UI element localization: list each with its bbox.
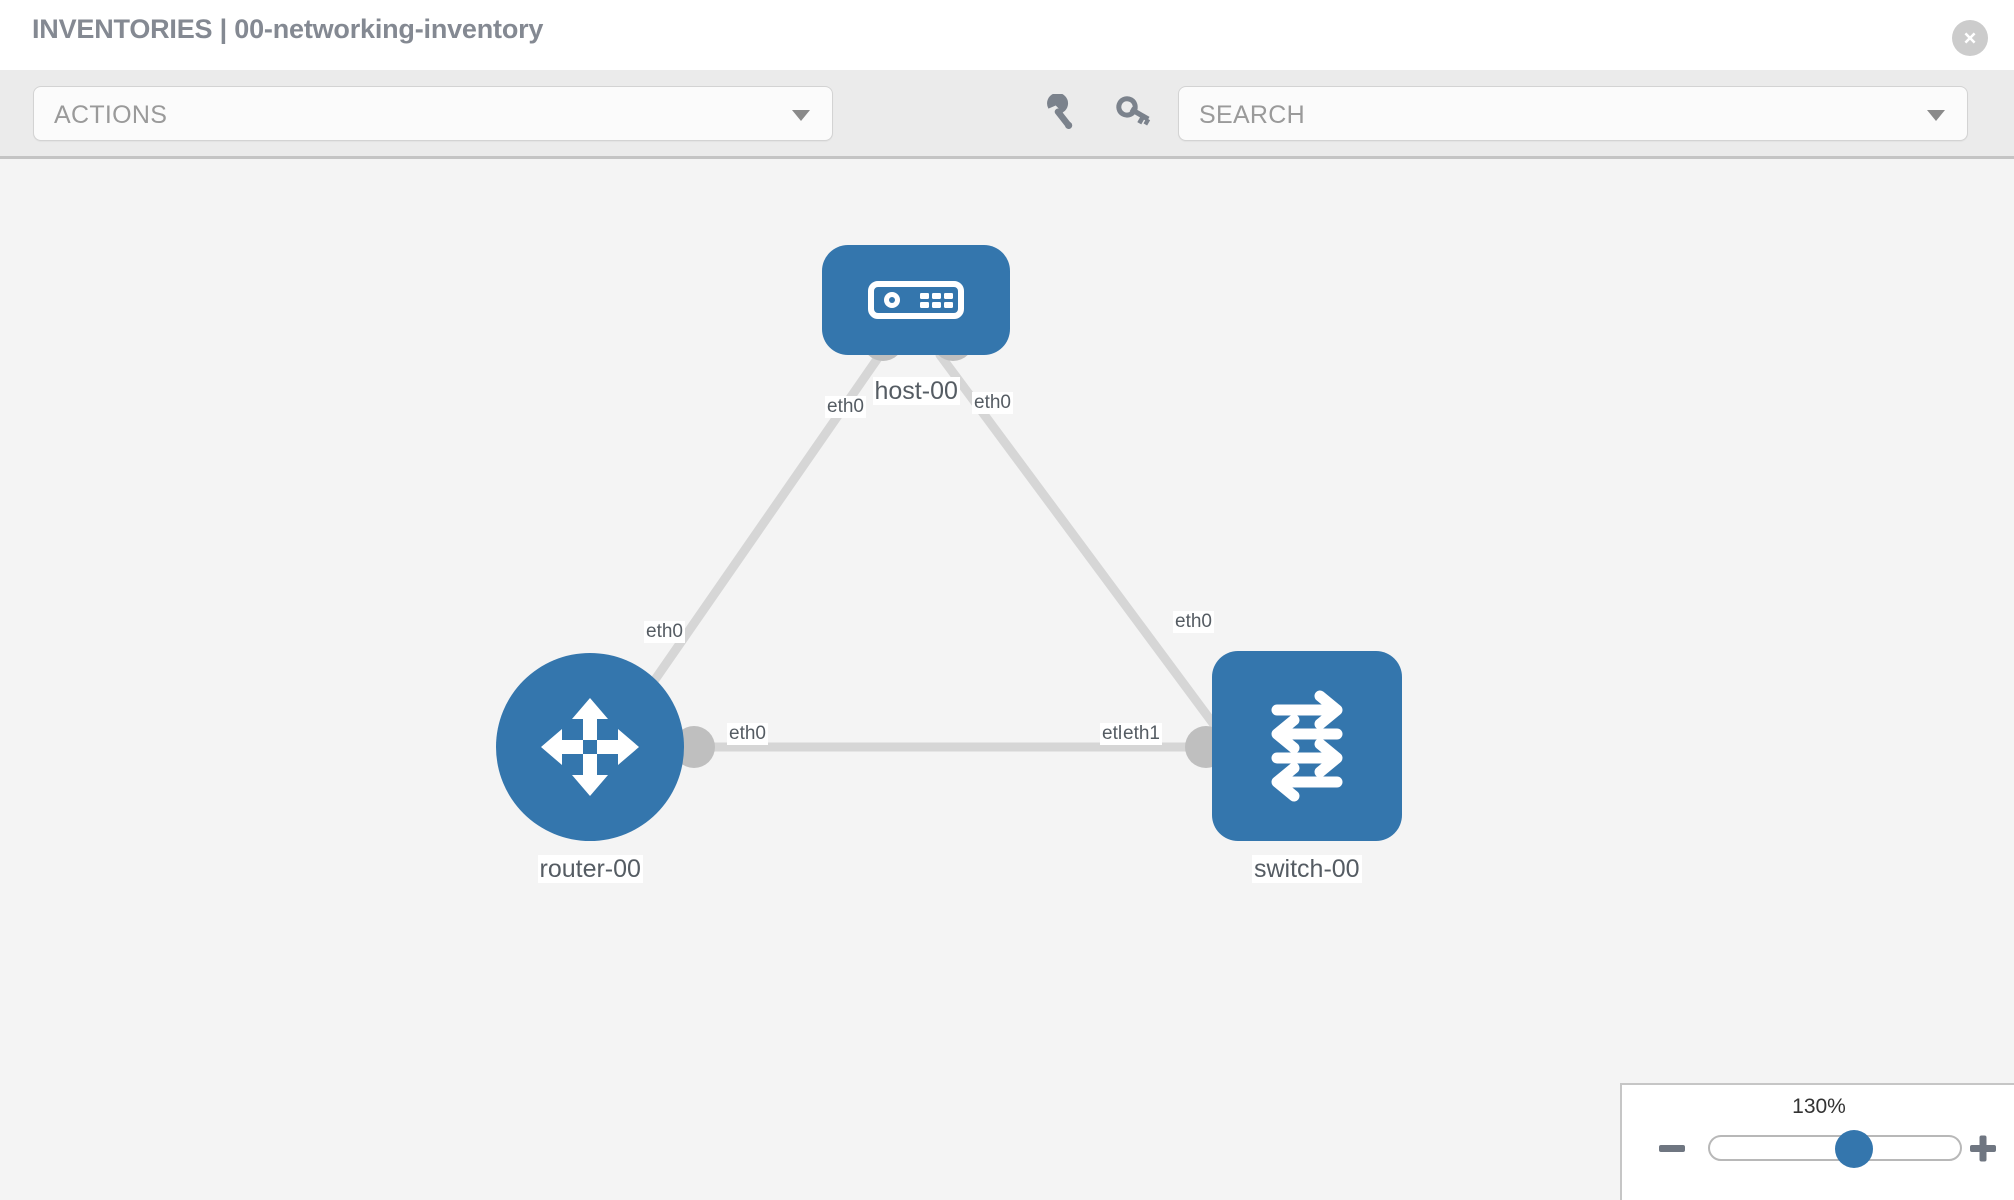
iface-label: eth1 bbox=[1121, 723, 1162, 745]
router-node-shape[interactable] bbox=[496, 653, 684, 841]
iface-label: eth0 bbox=[825, 396, 866, 418]
toolbar: ACTIONS bbox=[0, 70, 2014, 159]
router-arrows-icon bbox=[541, 698, 639, 796]
zoom-control-panel: 130% bbox=[1620, 1083, 2014, 1200]
iface-label: eth0 bbox=[972, 392, 1013, 414]
plus-icon[interactable] bbox=[1966, 1131, 2000, 1165]
node-label-switch: switch-00 bbox=[1252, 855, 1362, 883]
host-node-shape[interactable] bbox=[822, 245, 1010, 355]
zoom-slider[interactable] bbox=[1708, 1130, 1962, 1168]
chevron-down-icon bbox=[1927, 110, 1945, 121]
zoom-slider-thumb[interactable] bbox=[1835, 1130, 1873, 1168]
search-input[interactable]: SEARCH bbox=[1178, 86, 1968, 141]
node-label-host: host-00 bbox=[872, 377, 960, 405]
zoom-level-value: 130% bbox=[1792, 1095, 1846, 1118]
switch-arrows-icon bbox=[1271, 690, 1343, 802]
page-header: INVENTORIES | 00-networking-inventory bbox=[0, 0, 2014, 70]
switch-node-shape[interactable] bbox=[1212, 651, 1402, 841]
wrench-icon[interactable] bbox=[1039, 92, 1081, 136]
actions-dropdown[interactable]: ACTIONS bbox=[33, 86, 833, 141]
server-icon bbox=[868, 281, 964, 319]
chevron-down-icon bbox=[792, 110, 810, 121]
iface-label: eth0 bbox=[727, 723, 768, 745]
iface-label: eth0 bbox=[644, 621, 685, 643]
search-placeholder: SEARCH bbox=[1199, 101, 1305, 129]
node-label-router: router-00 bbox=[537, 855, 643, 883]
actions-dropdown-label: ACTIONS bbox=[54, 101, 168, 129]
topology-canvas[interactable]: eth0 eth0 eth0 eth0 eth0 eth eth1 host-0… bbox=[0, 159, 2014, 1200]
minus-icon[interactable] bbox=[1655, 1131, 1689, 1165]
page-title: INVENTORIES | 00-networking-inventory bbox=[32, 14, 544, 44]
link-host-switch bbox=[935, 350, 1237, 754]
iface-label: eth0 bbox=[1173, 611, 1214, 633]
key-icon[interactable] bbox=[1110, 94, 1152, 136]
close-icon[interactable] bbox=[1952, 20, 1988, 56]
